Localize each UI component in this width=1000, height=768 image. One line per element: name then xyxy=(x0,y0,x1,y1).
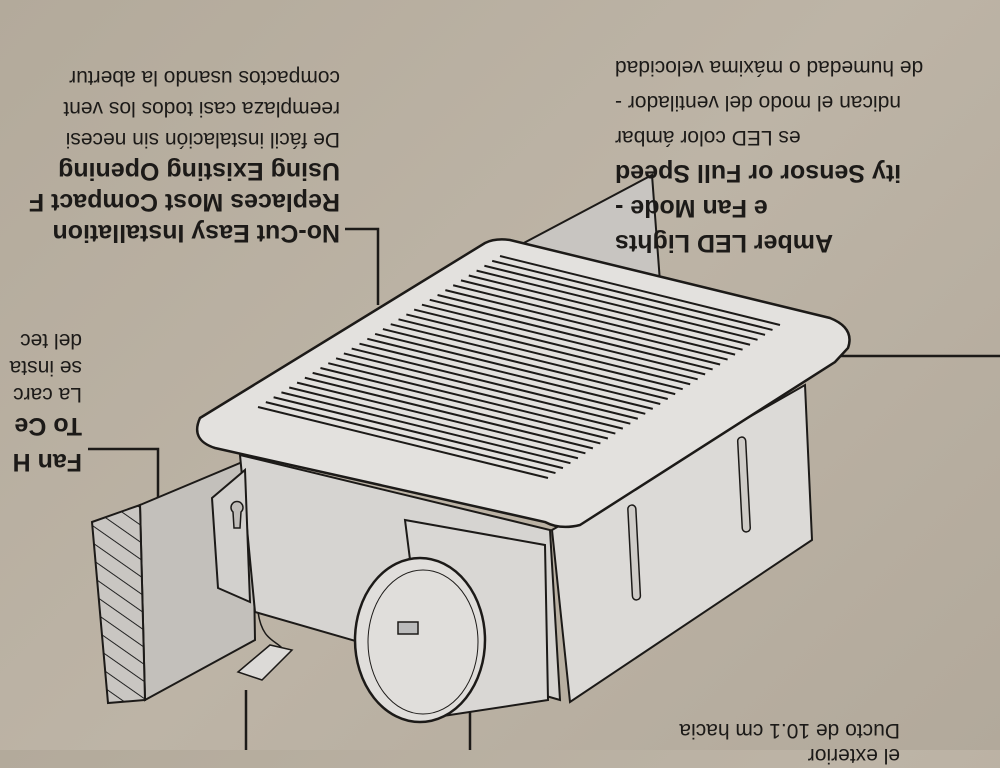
grille-slat xyxy=(460,279,743,351)
callout-title-line: ity Sensor or Full Speed xyxy=(615,159,902,187)
grille-slat xyxy=(421,303,706,376)
grille-slat xyxy=(296,381,586,455)
grille-slat xyxy=(468,274,751,346)
grille-slat xyxy=(343,352,631,425)
callout-body-line: reemplaza casi todos los vent xyxy=(63,97,340,120)
grille-slat xyxy=(413,308,698,381)
callout-body-line: el exterior xyxy=(807,744,900,767)
grille-slat xyxy=(437,293,721,366)
grille-slat xyxy=(312,371,601,445)
grille-slat xyxy=(359,342,646,415)
grille-slat xyxy=(398,318,683,391)
grille-slat xyxy=(288,386,579,460)
grille-slat xyxy=(429,298,713,371)
grille-slat xyxy=(335,357,624,430)
ceiling-joist-hatched xyxy=(90,503,147,705)
callout-body-line: De fácil instalación sin necesi xyxy=(65,128,340,151)
side-slot xyxy=(627,504,642,601)
grille-slat xyxy=(390,323,676,396)
fan-housing-callout: Fan H To Ce La carc se insta del tec xyxy=(0,329,82,480)
duct-outlet xyxy=(353,556,487,724)
grille-slat xyxy=(273,396,564,470)
exhaust-fan-illustration xyxy=(88,173,1000,750)
callout-title-line: To Ce xyxy=(14,412,82,440)
grille-slats xyxy=(257,255,781,479)
callout-title-line: Fan H xyxy=(12,448,82,476)
grille-slat xyxy=(374,332,661,405)
grille-slat xyxy=(406,313,691,386)
callout-body-line: ndican el modo del ventilador - xyxy=(615,91,902,114)
grille-slat xyxy=(484,264,766,336)
duct-inner-rim xyxy=(367,569,479,715)
led-lights-callout: Amber LED Lights e Fan Mode - ity Sensor… xyxy=(615,45,1000,260)
callout-title-line: e Fan Mode - xyxy=(615,194,768,222)
callout-body-line: del tec xyxy=(20,329,82,352)
grille-slat xyxy=(265,401,556,475)
keyhole-slot xyxy=(230,500,244,529)
grille-slat xyxy=(367,337,654,410)
grille-slat xyxy=(476,269,758,341)
grille-slat xyxy=(257,406,549,479)
grille-slat xyxy=(281,391,571,465)
callout-title-line: Replaces Most Compact F xyxy=(28,188,340,216)
callout-body-line: compactos usando la abertur xyxy=(69,66,340,89)
callout-body-line: de humedad o máxima velocidad xyxy=(615,56,924,79)
callout-title-line: Using Existing Opening xyxy=(58,157,340,185)
grille-slat xyxy=(491,259,773,331)
callout-body-line: Ducto de 10.1 cm hacia xyxy=(679,719,900,742)
callout-title-line: No-Cut Easy Installation xyxy=(52,219,340,247)
callout-title-line: Amber LED Lights xyxy=(615,229,834,257)
callout-body-line: La carc xyxy=(13,383,82,406)
grille-slat xyxy=(445,289,728,361)
grille-slat xyxy=(499,255,781,326)
callout-body-line: es LED color ámbar xyxy=(615,126,801,149)
grille-slat xyxy=(351,347,639,420)
grille-slat xyxy=(304,376,594,450)
no-cut-installation-callout: No-Cut Easy Installation Replaces Most C… xyxy=(0,58,340,248)
grille-slat xyxy=(320,367,609,440)
duct-callout: el exterior Ducto de 10.1 cm hacia xyxy=(540,708,900,768)
callout-body-line: se insta xyxy=(9,356,82,379)
grille-slat xyxy=(328,362,616,435)
grille-slat xyxy=(382,328,668,401)
side-slot xyxy=(736,436,752,533)
damper-clip xyxy=(397,621,419,635)
wire-connector xyxy=(236,611,294,681)
grille-slat xyxy=(452,284,736,356)
